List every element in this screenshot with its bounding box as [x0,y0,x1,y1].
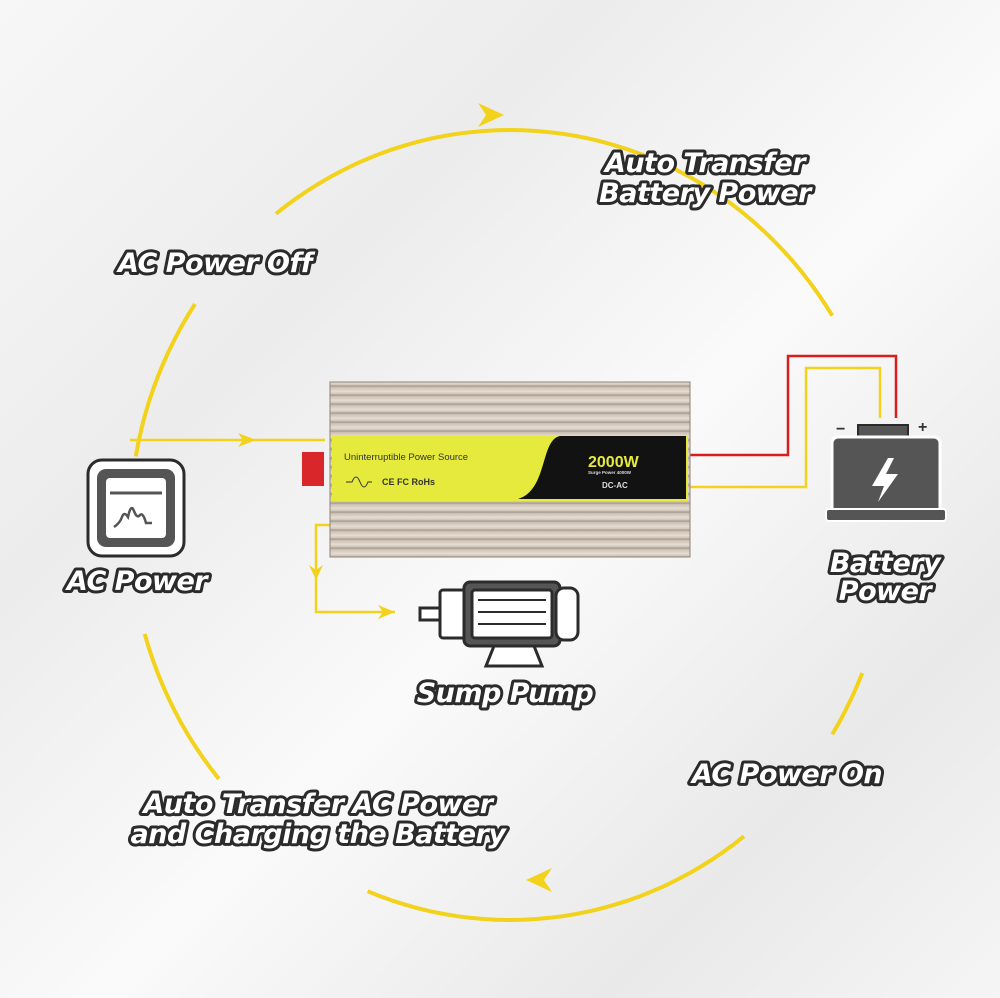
arrow-right-icon [478,103,504,127]
label-ac-power-on: AC Power On [690,759,882,790]
svg-text:+: + [918,419,927,436]
label-battery-power: Battery [830,548,942,579]
surge-power: Surge Power 4000W [588,470,632,475]
cycle-arc [366,834,746,923]
arrow-down-icon [309,565,323,580]
inverter-type: DC-AC [602,481,628,490]
label-sump-pump: Sump Pump [417,678,594,709]
label-battery-power: Power [839,576,934,607]
label-auto-transfer-battery: Battery Power [599,178,813,209]
cycle-arc [133,303,197,457]
sump-pump-icon [418,580,580,668]
pump-wire [314,523,395,614]
arrow-left-icon [526,868,552,892]
ac-outlet-icon [86,458,186,558]
cycle-arc [142,633,221,781]
battery-wire-negative [690,366,882,489]
inverter: Uninterruptible Power Source CE FC RoHs … [302,381,691,558]
label-auto-transfer-ac: Auto Transfer AC Power [141,789,494,820]
cycle-arc [274,127,834,317]
sine-wave-icon [346,476,372,488]
battery-icon: − + [825,419,947,522]
label-ac-power-off: AC Power Off [116,248,316,279]
cycle-arc [830,672,865,736]
label-auto-transfer-ac: and Charging the Battery [131,819,508,850]
battery-wire-positive [690,354,898,457]
wattage: 2000W [588,454,640,471]
label-ac-power: AC Power [65,566,209,597]
label-auto-transfer-battery: Auto Transfer [603,148,807,179]
svg-text:−: − [836,421,845,438]
arrow-right-icon [378,605,395,619]
cycle-ring [133,127,865,923]
arrow-right-icon [238,433,256,447]
inverter-title: Uninterruptible Power Source [344,452,468,463]
lightning-icon [872,458,898,502]
certification-marks: CE FC RoHs [382,477,435,487]
